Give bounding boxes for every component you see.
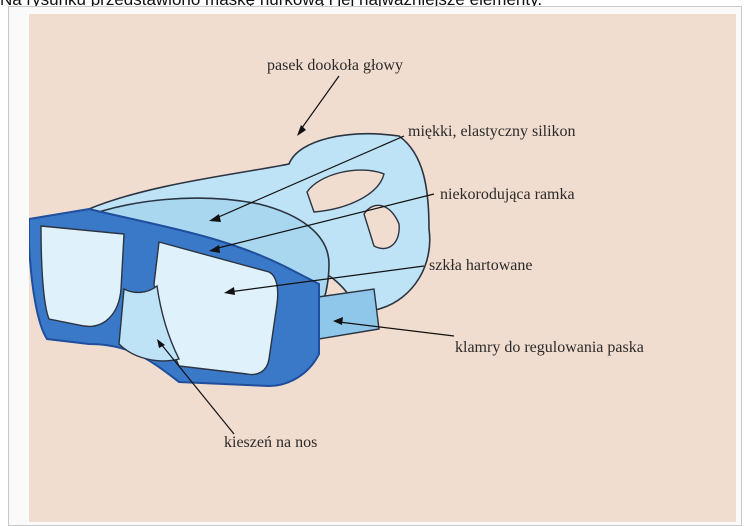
label-nose-pocket: kieszeń na nos	[224, 434, 317, 452]
label-buckles: klamry do regulowania paska	[455, 339, 644, 357]
arrowhead-strap	[297, 125, 306, 136]
lens-left	[41, 226, 124, 326]
diving-mask-illustration	[29, 14, 736, 522]
label-strap: pasek dookoła głowy	[267, 57, 403, 75]
leader-strap	[299, 76, 339, 132]
label-silicone: miękki, elastyczny silikon	[408, 123, 576, 141]
diving-mask-diagram: pasek dookoła głowy miękki, elastyczny s…	[29, 14, 736, 522]
label-glass: szkła hartowane	[429, 257, 533, 275]
label-frame: niekorodująca ramka	[440, 186, 575, 204]
